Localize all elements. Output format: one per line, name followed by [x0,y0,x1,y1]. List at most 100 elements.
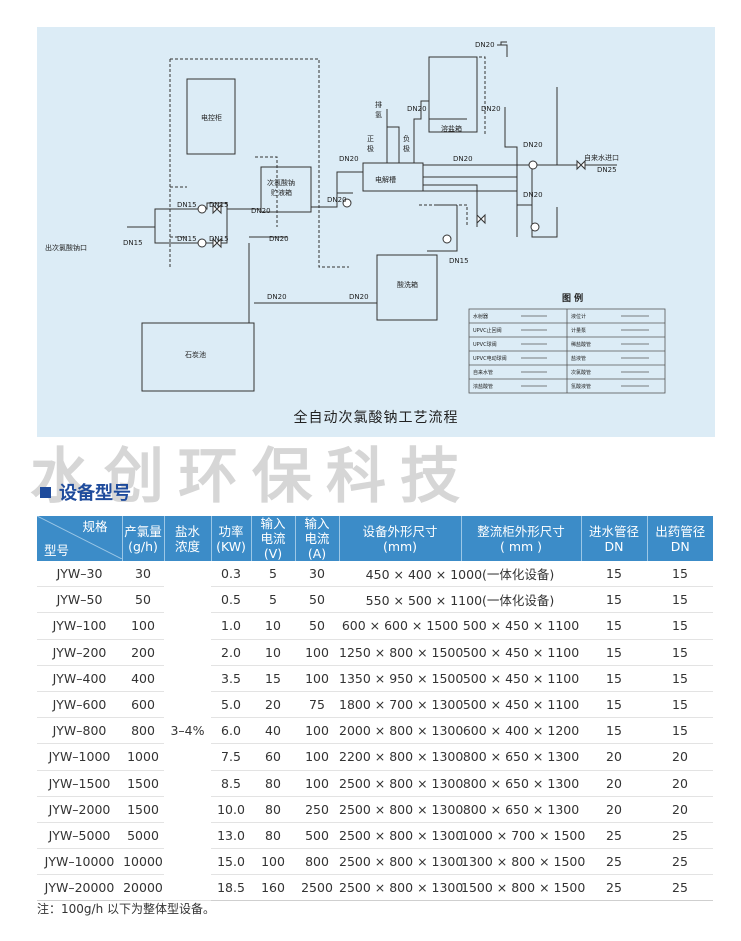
cell-outlet-pipe: 20 [647,743,713,771]
cell-power: 13.0 [211,822,251,850]
cell-input-current: 30 [295,561,339,588]
svg-text:UPVC电动球阀: UPVC电动球阀 [473,355,507,362]
valve-icon [476,213,486,225]
pipe-size-label: DN25 [597,166,617,174]
equipment-spec-table: 规格 型号 产氯量(g/h) 盐水浓度 功率(KW) 输入电流(V) 输入电流(… [37,516,713,902]
cell-rectifier-size: 800 × 650 × 1300 [461,770,581,797]
cell-outlet-pipe: 15 [647,691,713,719]
cell-chlorine: 20000 [122,874,164,902]
cell-outlet-pipe: 15 [647,561,713,588]
cell-chlorine: 1500 [122,796,164,823]
svg-text:稀盐酸管: 稀盐酸管 [571,341,591,348]
pump-icon [442,234,452,244]
cell-model: JYW–400 [37,665,122,692]
valve-icon [576,159,586,171]
cell-input-current: 800 [295,848,339,876]
cell-rectifier-size: 500 × 450 × 1100 [461,612,581,640]
cell-model: JYW–50 [37,586,122,614]
cell-input-current: 50 [295,612,339,640]
cell-chlorine: 600 [122,691,164,719]
hydrogen-vent-label: 氢 [375,110,382,119]
cell-input-current: 100 [295,770,339,797]
cell-inlet-pipe: 15 [581,586,647,614]
pump-icon [197,238,207,248]
cell-input-current: 100 [295,639,339,666]
cell-model: JYW–200 [37,639,122,666]
cell-device-size: 2500 × 800 × 1300 [339,848,463,876]
pump-icon [197,204,207,214]
cell-device-size: 2200 × 800 × 1300 [339,743,463,771]
pump-icon [342,198,352,208]
cell-input-current: 250 [295,796,339,823]
acid-tank-box [376,254,438,321]
cell-input-voltage: 10 [251,639,295,666]
cell-device-size: 2500 × 800 × 1300 [339,822,463,850]
pipe-size-label: DN20 [453,155,473,163]
svg-text:氢酸液管: 氢酸液管 [571,383,591,390]
header-chlorine: 产氯量(g/h) [122,516,165,561]
table-note: 注：100g/h 以下为整体型设备。 [37,902,215,916]
cell-chlorine: 1000 [122,743,164,771]
cell-inlet-pipe: 25 [581,848,647,876]
process-flow-diagram: 电控柜 溶盐箱 电解槽 次氯酸钠 贮液箱 酸洗箱 石炭池 排 氢 正 极 负 极… [45,41,666,394]
cell-inlet-pipe: 15 [581,639,647,666]
cell-power: 3.5 [211,665,251,692]
cell-power: 0.5 [211,586,251,614]
cell-device-size: 1350 × 950 × 1500 [339,665,463,692]
cell-input-voltage: 40 [251,717,295,745]
cell-power: 6.0 [211,717,251,745]
svg-text:浓盐酸管: 浓盐酸管 [473,383,493,390]
valve-icon [212,203,222,215]
cell-outlet-pipe: 25 [647,848,713,876]
cell-device-size: 2500 × 800 × 1300 [339,874,463,902]
svg-text:自来水管: 自来水管 [473,369,493,376]
pipe-size-label: DN20 [407,105,427,113]
cell-input-voltage: 80 [251,770,295,797]
pipe-size-label: DN15 [177,201,197,209]
cell-device-size: 2000 × 800 × 1300 [339,717,463,745]
cell-input-voltage: 160 [251,874,295,902]
cell-input-voltage: 100 [251,848,295,876]
cell-input-voltage: 10 [251,612,295,640]
cell-inlet-pipe: 15 [581,612,647,640]
cell-inlet-pipe: 20 [581,770,647,797]
cell-model: JYW–1500 [37,770,122,797]
table-header-row: 规格 型号 产氯量(g/h) 盐水浓度 功率(KW) 输入电流(V) 输入电流(… [37,516,713,561]
cell-device-size: 2500 × 800 × 1300 [339,770,463,797]
cell-device-size: 1250 × 800 × 1500 [339,639,463,666]
cell-model: JYW–800 [37,717,122,745]
cell-input-voltage: 80 [251,822,295,850]
cell-outlet-pipe: 25 [647,874,713,902]
cell-power: 2.0 [211,639,251,666]
cell-input-current: 100 [295,665,339,692]
cell-outlet-pipe: 20 [647,796,713,823]
corner-header-bottom: 型号 [44,543,70,558]
pipe-size-label: DN15 [177,235,197,243]
cell-chlorine: 800 [122,717,164,745]
pipe-size-label: DN20 [475,41,495,49]
pipe-size-label: DN20 [349,293,369,301]
negative-pole-label: 负 [403,134,410,143]
cell-inlet-pipe: 15 [581,691,647,719]
cell-outlet-pipe: 15 [647,665,713,692]
graphite-pool-label: 石炭池 [185,350,206,359]
positive-pole-label: 正 [367,135,374,143]
valve-icon [212,237,222,249]
cell-power: 0.3 [211,561,251,588]
cell-inlet-pipe: 20 [581,796,647,823]
pipe-size-label: DN15 [123,239,143,247]
storage-tank-label-line2: 贮液箱 [271,188,292,197]
svg-text:液位计: 液位计 [571,313,586,320]
cell-inlet-pipe: 15 [581,561,647,588]
cell-rectifier-size: 500 × 450 × 1100 [461,691,581,719]
svg-text:水射器: 水射器 [473,313,488,320]
cell-power: 10.0 [211,796,251,823]
pipe-size-label: DN20 [523,191,543,199]
cell-model: JYW–2000 [37,796,122,823]
